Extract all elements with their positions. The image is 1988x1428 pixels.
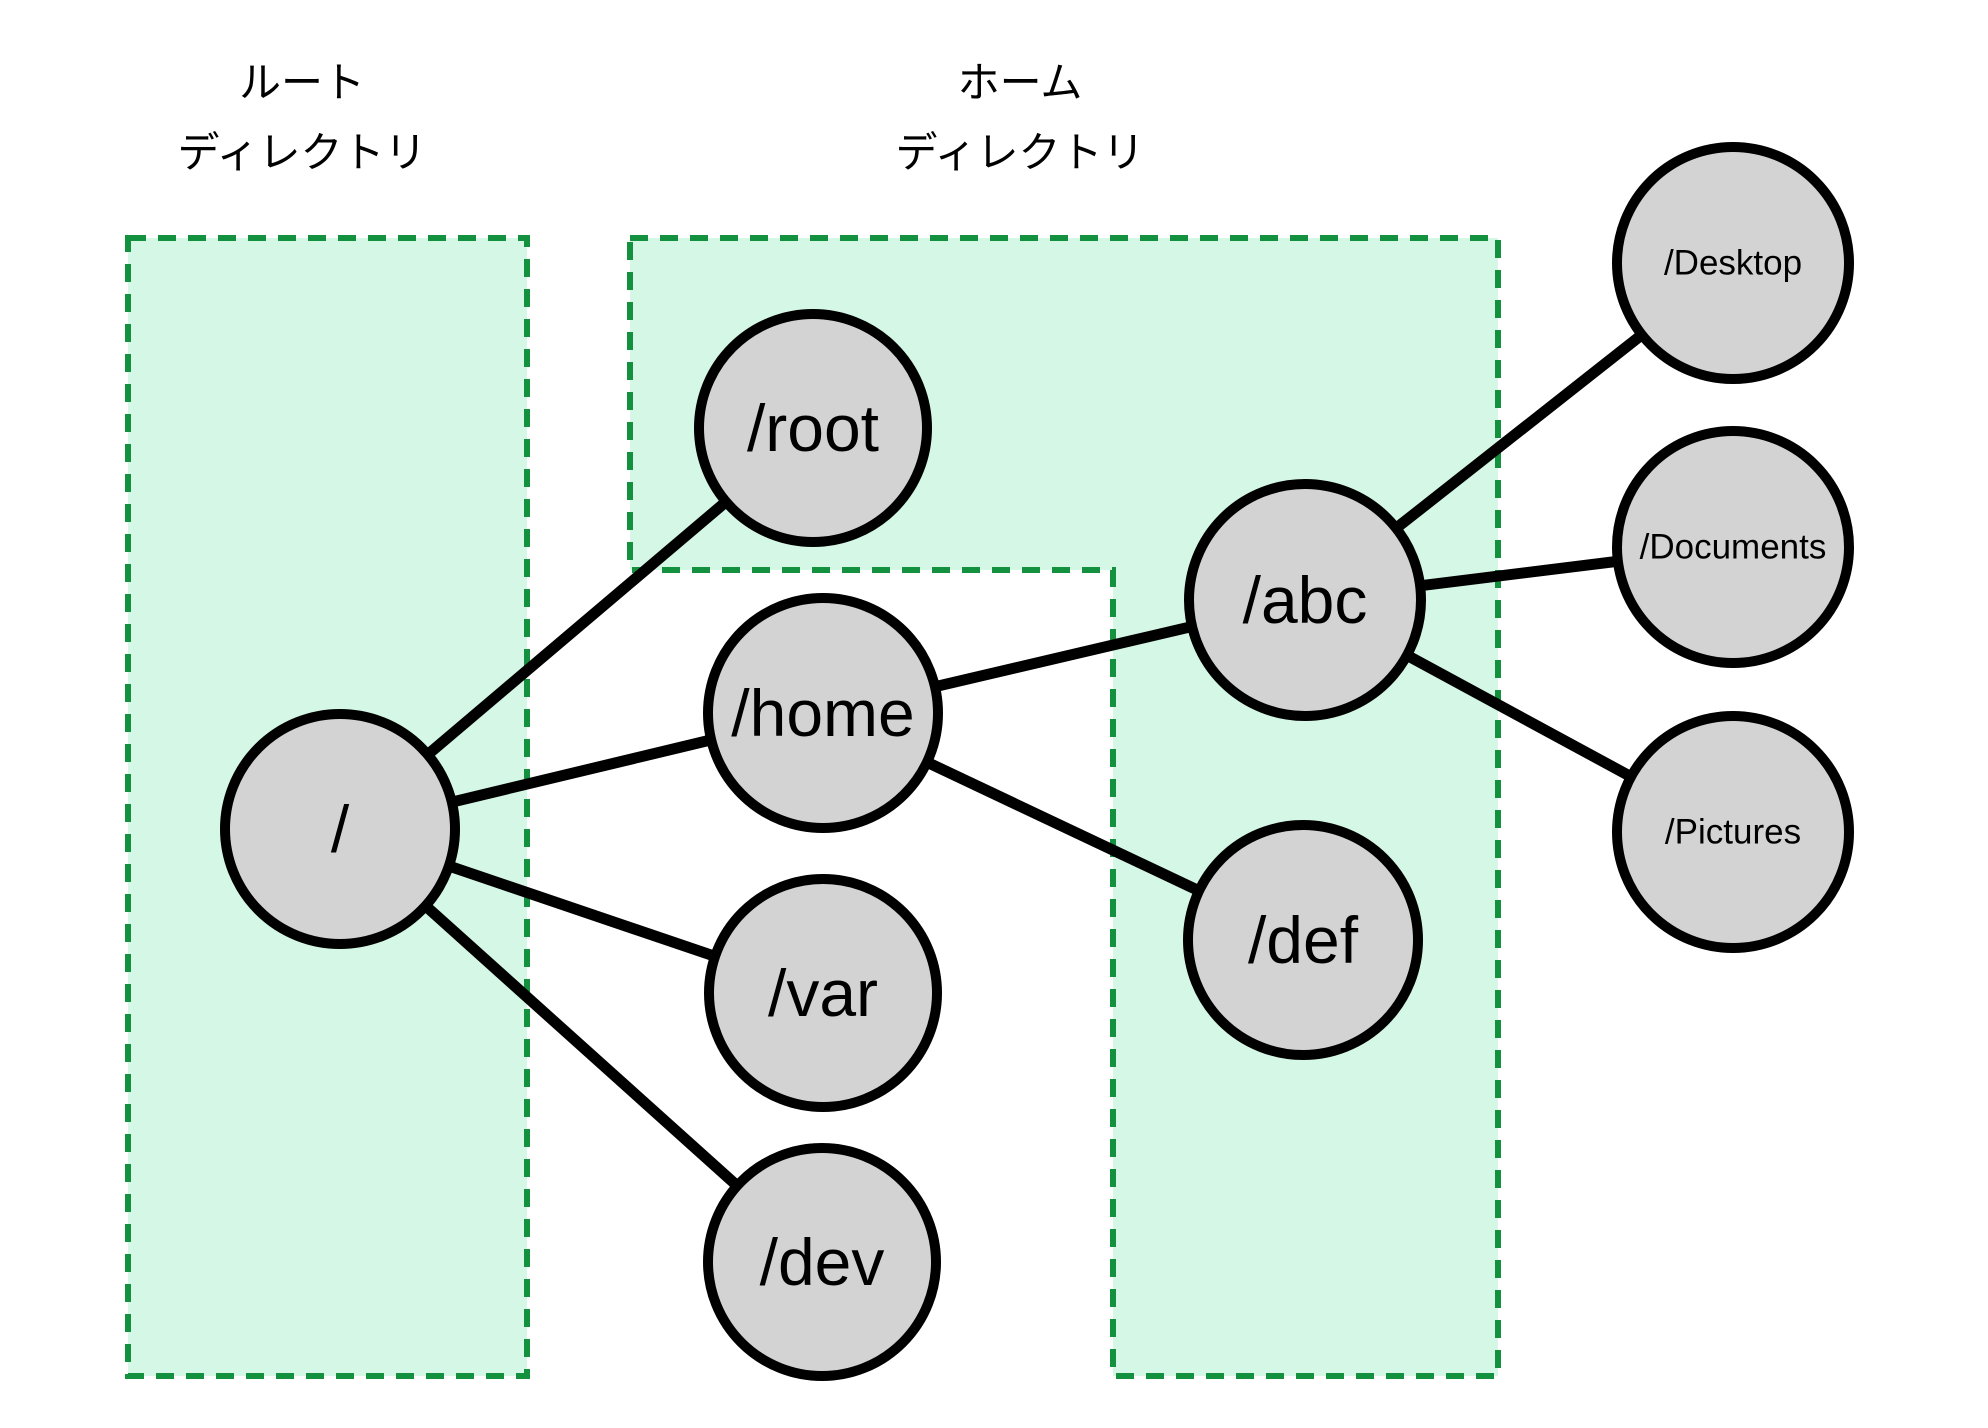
node-slash-circle xyxy=(220,709,460,949)
node-home-circle xyxy=(703,593,943,833)
home-directory-label-line-1: ホーム xyxy=(958,59,1083,106)
node-pictures-label: /Pictures xyxy=(1665,813,1801,852)
node-pictures-circle xyxy=(1612,711,1854,953)
root-directory-label-line-1: ルート xyxy=(239,59,365,106)
nodes-layer: / /root/home/var/dev/abc/def/Desktop/Docu… xyxy=(220,142,1854,1381)
node-desktop-circle xyxy=(1612,142,1854,384)
node-def-circle xyxy=(1183,820,1423,1060)
home-directory-label: ホームディレクトリ xyxy=(895,59,1144,176)
node-var-label: /var xyxy=(768,956,878,1030)
home-directory-label-line-2: ディレクトリ xyxy=(895,129,1144,176)
root-directory-label-line-2: ディレクトリ xyxy=(177,129,426,176)
node-dev-circle xyxy=(703,1143,941,1381)
node-abc-label: /abc xyxy=(1243,563,1368,637)
node-documents-label: /Documents xyxy=(1640,528,1827,567)
node-home-label: /home xyxy=(731,676,914,750)
node-root-label: /root xyxy=(747,391,879,465)
node-var-circle xyxy=(704,874,942,1112)
node-slash-label: / xyxy=(331,792,350,866)
node-documents-circle xyxy=(1612,426,1854,668)
node-abc-circle xyxy=(1184,479,1426,721)
node-desktop-label: /Desktop xyxy=(1664,244,1802,283)
node-def-label: /def xyxy=(1248,903,1359,977)
node-root-circle xyxy=(694,309,932,547)
root-directory-label: ルートディレクトリ xyxy=(177,59,426,176)
node-dev-label: /dev xyxy=(760,1225,885,1299)
